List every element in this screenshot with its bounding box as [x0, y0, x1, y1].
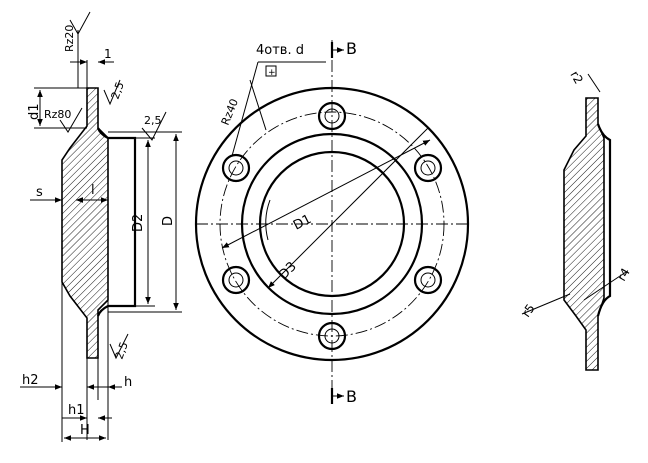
mounting-hole: [413, 153, 443, 183]
right-section-view: r2 r4 r5: [519, 69, 633, 371]
roughness-top-label: 2,5: [109, 80, 127, 101]
mounting-hole: [317, 101, 347, 131]
d1-label: d1: [27, 103, 42, 120]
roughness-mid-label: 2,5: [144, 114, 162, 127]
position-tolerance-box: [265, 65, 277, 77]
left-profile-view: Rz20 1 2,5 d1 Rz80 2,5 s l D2 D 2,5 h2 h…: [20, 11, 182, 442]
thickness-label: 1: [104, 47, 112, 61]
H-label: H: [80, 423, 90, 438]
D3-label: D3: [276, 259, 300, 283]
right-wall-section: [563, 97, 605, 371]
rz40-label: Rz40: [219, 97, 241, 127]
rz20-label: Rz20: [63, 25, 76, 52]
left-inner-contour: [96, 127, 137, 317]
h1-label: h1: [68, 403, 85, 418]
position-tolerance-symbol: +: [268, 68, 276, 78]
mounting-hole: [221, 265, 251, 295]
rz80-label: Rz80: [44, 108, 71, 121]
r5-label: r5: [519, 301, 538, 319]
s-label: s: [36, 185, 43, 200]
r4-label: r4: [614, 266, 632, 284]
mounting-hole: [413, 265, 443, 295]
r2-label: r2: [567, 69, 585, 87]
h-label: h: [124, 375, 132, 390]
section-mark-bottom: В: [346, 387, 357, 406]
D2-label: D2: [131, 214, 146, 232]
l-label: l: [91, 183, 95, 198]
mounting-hole: [317, 321, 347, 351]
mounting-hole: [221, 153, 251, 183]
section-mark-top: В: [346, 39, 357, 58]
D-label: D: [161, 216, 176, 226]
holes-note: 4отв. d: [256, 43, 304, 58]
front-view: В В: [194, 39, 470, 406]
D1-label: D1: [291, 212, 314, 234]
roughness-bottom-label: 2,5: [113, 340, 131, 361]
h2-label: h2: [22, 373, 39, 388]
